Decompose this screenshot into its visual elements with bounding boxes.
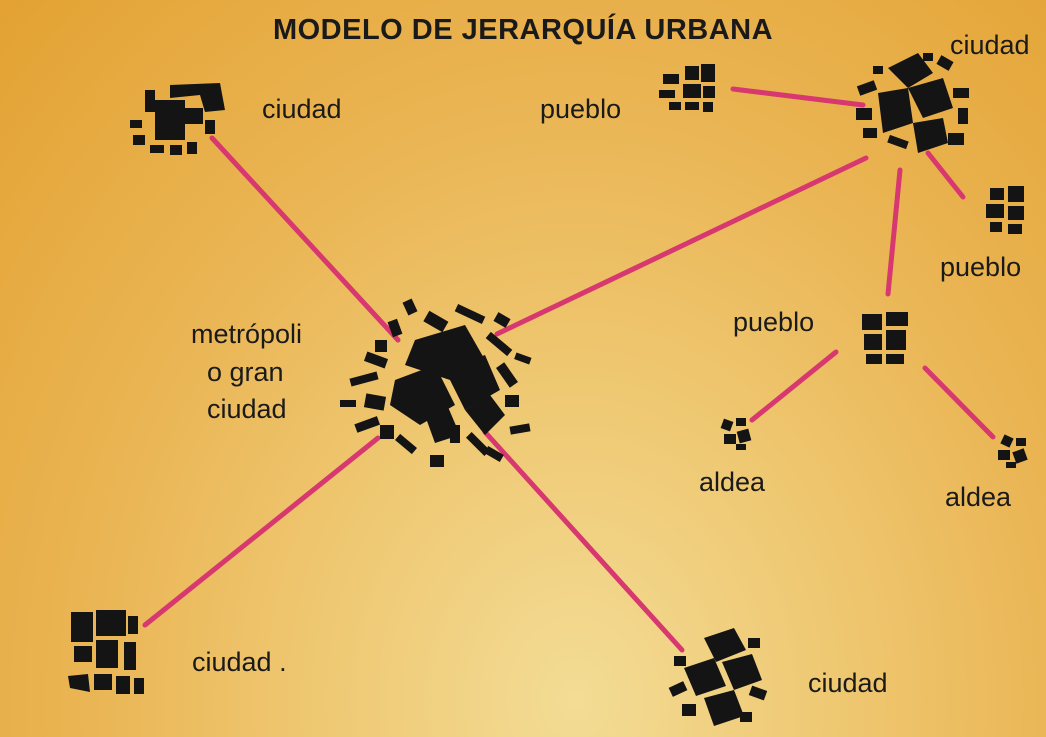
diagram-title: MODELO DE JERARQUÍA URBANA — [272, 14, 774, 46]
label-metropolis-line3: ciudad — [207, 394, 287, 424]
link-metropolis-ciudad-top-left — [209, 135, 401, 343]
link-ciudad-pueblo-top — [730, 86, 866, 108]
label-metropolis-line2: o gran — [207, 357, 284, 387]
label-aldea-right: aldea — [945, 482, 1012, 512]
ciudad-icon-top-left — [125, 80, 230, 160]
ciudad-icon-bottom-left — [66, 608, 148, 698]
label-pueblo-middle: pueblo — [733, 307, 815, 337]
label-aldea-left: aldea — [699, 467, 766, 497]
pueblo-icon-middle — [858, 310, 914, 368]
label-ciudad-top-right: ciudad — [950, 30, 1030, 60]
label-ciudad-bottom-right: ciudad — [808, 668, 888, 698]
pueblo-icon-right — [980, 184, 1035, 236]
ciudad-icon-bottom-right — [664, 628, 776, 732]
link-ciudad-pueblo-right — [925, 150, 966, 200]
label-metropolis-line1: metrópoli — [191, 319, 303, 349]
link-pueblo-aldea-left — [749, 349, 839, 423]
link-metropolis-ciudad-bottom-left — [142, 435, 381, 628]
label-ciudad-bottom-left: ciudad . — [192, 647, 287, 677]
pueblo-icon-top — [655, 60, 725, 118]
link-metropolis-ciudad-top-right — [494, 155, 869, 337]
label-pueblo-top: pueblo — [540, 94, 622, 124]
aldea-icon-right — [992, 432, 1034, 472]
label-pueblo-right: pueblo — [940, 252, 1022, 282]
label-ciudad-top-left: ciudad — [262, 94, 342, 124]
link-ciudad-pueblo-middle — [885, 167, 903, 297]
link-pueblo-aldea-right — [922, 365, 996, 440]
link-metropolis-ciudad-bottom-right — [482, 429, 685, 653]
aldea-icon-left — [716, 414, 758, 454]
metropolis-icon — [335, 285, 545, 475]
ciudad-icon-top-right — [848, 48, 978, 158]
